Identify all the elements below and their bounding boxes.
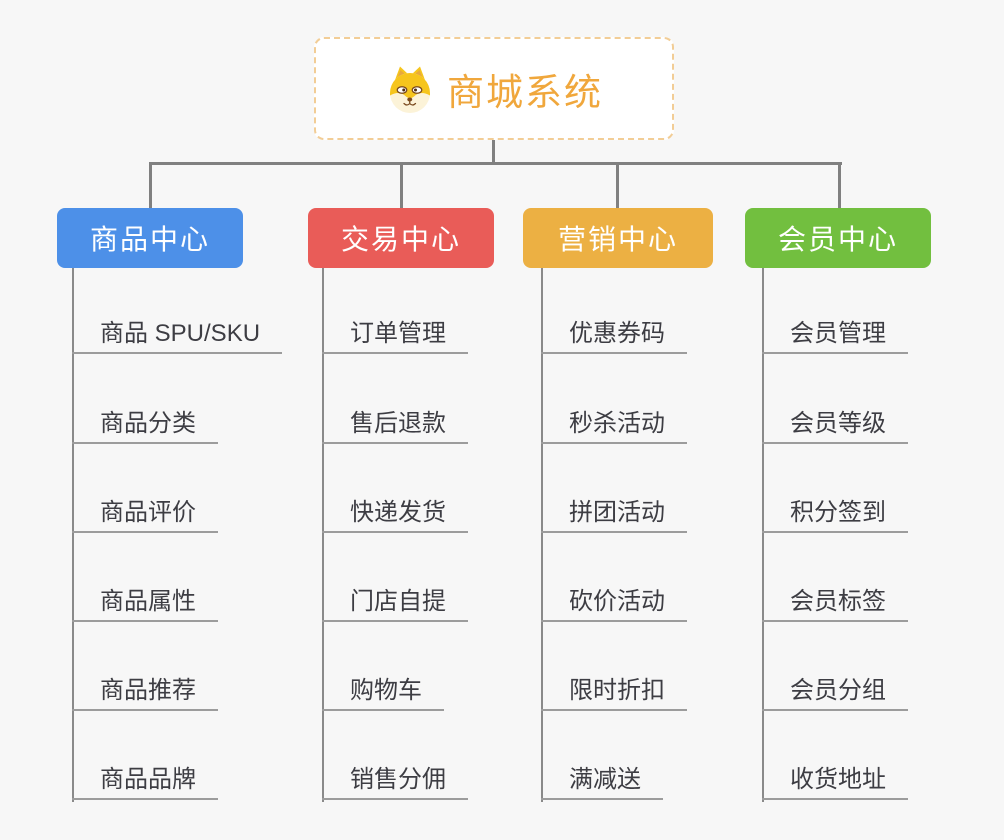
connector-drop-2 xyxy=(400,162,403,208)
connector-drop-3 xyxy=(616,162,619,208)
leaf-node[interactable]: 售后退款 xyxy=(322,406,468,444)
leaf-node[interactable]: 商品分类 xyxy=(72,406,218,444)
branch-children-trade-center: 订单管理 售后退款 快递发货 门店自提 购物车 销售分佣 xyxy=(322,268,558,804)
leaf-node[interactable]: 砍价活动 xyxy=(541,584,687,622)
leaf-node[interactable]: 商品品牌 xyxy=(72,762,218,800)
leaf-node[interactable]: 优惠券码 xyxy=(541,316,687,354)
leaf-node[interactable]: 订单管理 xyxy=(322,316,468,354)
connector-root-stem xyxy=(492,140,495,164)
branch-children-marketing-center: 优惠券码 秒杀活动 拼团活动 砍价活动 限时折扣 满减送 xyxy=(541,268,777,804)
connector-drop-1 xyxy=(149,162,152,208)
leaf-node[interactable]: 销售分佣 xyxy=(322,762,468,800)
branch-label: 交易中心 xyxy=(340,224,461,255)
leaf-node[interactable]: 收货地址 xyxy=(762,762,908,800)
leaf-node[interactable]: 商品属性 xyxy=(72,584,218,622)
leaf-node[interactable]: 会员等级 xyxy=(762,406,908,444)
leaf-node[interactable]: 购物车 xyxy=(322,673,444,711)
leaf-node[interactable]: 门店自提 xyxy=(322,584,468,622)
branch-node-product-center[interactable]: 商品中心 xyxy=(57,208,243,268)
connector-spine xyxy=(541,268,543,802)
branch-node-member-center[interactable]: 会员中心 xyxy=(745,208,931,268)
dog-face-icon xyxy=(390,66,430,113)
leaf-node[interactable]: 商品评价 xyxy=(72,495,218,533)
connector-horizontal-bar xyxy=(149,162,842,165)
branch-children-product-center: 商品 SPU/SKU 商品分类 商品评价 商品属性 商品推荐 商品品牌 xyxy=(72,268,308,804)
connector-spine xyxy=(72,268,74,802)
branch-label: 营销中心 xyxy=(557,224,678,255)
branch-label: 商品中心 xyxy=(89,224,210,255)
branch-children-member-center: 会员管理 会员等级 积分签到 会员标签 会员分组 收货地址 xyxy=(762,268,998,804)
root-title: 商城系统 xyxy=(447,71,603,113)
connector-spine xyxy=(762,268,764,802)
root-node-mall-system[interactable]: 商城系统 xyxy=(314,37,674,140)
leaf-node[interactable]: 快递发货 xyxy=(322,495,468,533)
leaf-node[interactable]: 秒杀活动 xyxy=(541,406,687,444)
leaf-node[interactable]: 限时折扣 xyxy=(541,673,687,711)
branch-node-marketing-center[interactable]: 营销中心 xyxy=(523,208,713,268)
connector-spine xyxy=(322,268,324,802)
branch-label: 会员中心 xyxy=(777,224,898,255)
leaf-node[interactable]: 会员标签 xyxy=(762,584,908,622)
leaf-node[interactable]: 会员管理 xyxy=(762,316,908,354)
leaf-node[interactable]: 会员分组 xyxy=(762,673,908,711)
connector-drop-4 xyxy=(838,162,841,208)
leaf-node[interactable]: 满减送 xyxy=(541,762,663,800)
leaf-node[interactable]: 商品 SPU/SKU xyxy=(72,316,283,354)
leaf-node[interactable]: 积分签到 xyxy=(762,495,908,533)
leaf-node[interactable]: 拼团活动 xyxy=(541,495,687,533)
branch-node-trade-center[interactable]: 交易中心 xyxy=(308,208,494,268)
leaf-node[interactable]: 商品推荐 xyxy=(72,673,218,711)
